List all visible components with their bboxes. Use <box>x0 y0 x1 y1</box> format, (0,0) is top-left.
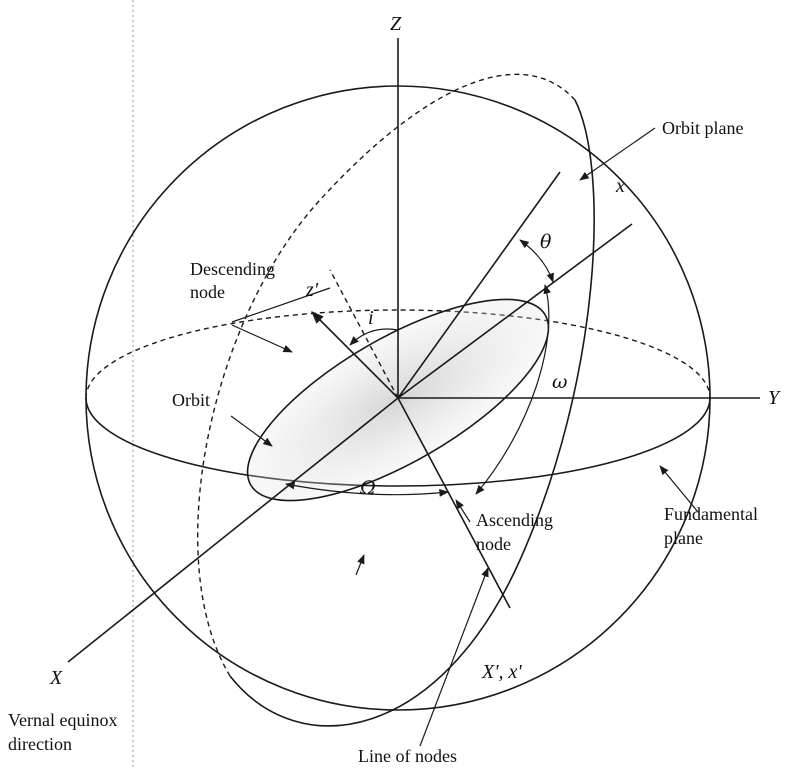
orbit-plane-label: Orbit plane <box>662 118 743 138</box>
x-axis-label: X <box>49 667 63 689</box>
z-prime-axis <box>311 311 399 399</box>
orbit-plane-hidden <box>197 73 576 677</box>
orbit-shading <box>247 299 549 501</box>
theta-arc <box>519 239 554 283</box>
cap-omega-arc <box>285 481 449 497</box>
inclination-symbol: i <box>368 307 374 329</box>
descending-leader <box>231 324 293 353</box>
orbit-plane-leader <box>579 127 656 181</box>
descending-leader-2 <box>231 287 331 323</box>
fundamental-plane-back <box>85 309 711 399</box>
descending-node-label-1: Descending <box>190 259 275 279</box>
line-of-nodes <box>397 397 511 609</box>
descending-node-label-2: node <box>190 282 225 302</box>
x-prime-label: X', x' <box>481 661 522 683</box>
ascending-node-label-1: Ascending <box>476 510 553 530</box>
fundamental-plane-label-1: Fundamental <box>664 504 758 524</box>
omega-arc <box>475 284 551 495</box>
perigee-x-label: x <box>615 175 625 197</box>
omega-symbol: ω <box>552 371 568 393</box>
z-prime-label: z' <box>305 279 319 301</box>
x-axis <box>67 397 399 663</box>
ascending-node-label-2: node <box>476 534 511 554</box>
orbit-leader <box>230 415 273 447</box>
line-of-nodes-leader <box>419 567 489 747</box>
line-of-nodes-label: Line of nodes <box>358 746 457 766</box>
y-axis-label: Y <box>768 387 781 409</box>
orbit-plane-visible <box>229 99 595 727</box>
theta-symbol: θ <box>540 231 552 253</box>
orbit-direction-arrow <box>355 554 365 576</box>
z-axis-label: Z <box>390 13 402 35</box>
inclination-arc <box>349 328 399 346</box>
fundamental-plane-label-2: plane <box>664 528 703 548</box>
fundamental-leader <box>659 465 699 513</box>
cap-omega-symbol: Ω <box>359 477 376 499</box>
orbit-label: Orbit <box>172 390 210 410</box>
ascending-leader <box>455 499 471 523</box>
vernal-equinox-label-2: direction <box>8 734 72 754</box>
vernal-equinox-label-1: Vernal equinox <box>8 710 117 730</box>
